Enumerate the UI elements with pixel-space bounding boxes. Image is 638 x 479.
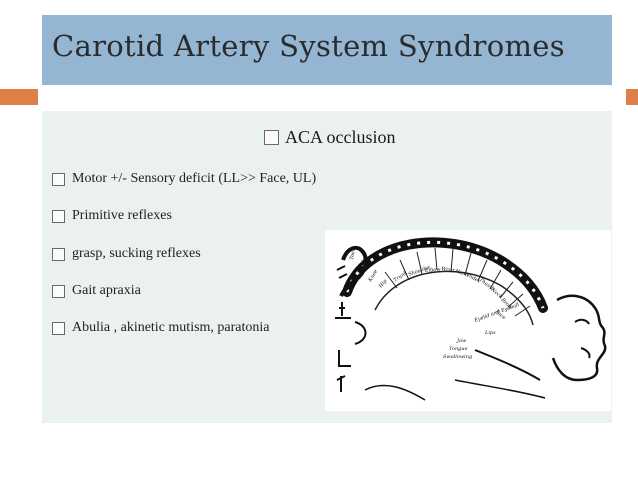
bullet-item: Gait apraxia — [52, 283, 141, 299]
bullet-item: Abulia , akinetic mutism, paratonia — [52, 320, 270, 336]
figure-label: Toes — [349, 248, 357, 261]
figure-label: Lips — [484, 330, 496, 336]
accent-bar-left — [0, 89, 38, 105]
figure-label: Wrist — [441, 266, 456, 274]
accent-bar-right — [626, 89, 638, 105]
figure-label: Ankle — [357, 257, 368, 274]
homunculus-drawing: Eyelid and Eyeball Lips Jaw Tongue Swall… — [335, 237, 607, 401]
figure-label: Swallowing — [443, 354, 472, 360]
figure-label: Tongue — [449, 346, 468, 352]
bullet-item: Motor +/- Sensory deficit (LL>> Face, UL… — [52, 171, 316, 187]
checkbox-square-icon — [52, 321, 65, 335]
bullet-text: Gait apraxia — [72, 283, 141, 298]
figure-label: Elbow — [424, 267, 442, 274]
title-bar: Carotid Artery System Syndromes — [42, 15, 612, 85]
bullet-text: grasp, sucking reflexes — [72, 246, 201, 261]
content-panel: ACA occlusion Motor +/- Sensory deficit … — [42, 111, 612, 423]
bullet-item: Primitive reflexes — [52, 208, 172, 224]
figure-label: Jaw — [456, 338, 467, 344]
checkbox-square-icon — [52, 209, 65, 223]
bullet-text: Primitive reflexes — [72, 208, 172, 223]
section-heading: ACA occlusion — [264, 127, 396, 148]
checkbox-square-icon — [264, 130, 279, 145]
figure-label: Trunk — [393, 270, 409, 284]
figure-label: Knee — [367, 269, 379, 284]
bullet-item: grasp, sucking reflexes — [52, 246, 201, 262]
checkbox-square-icon — [52, 247, 65, 261]
checkbox-square-icon — [52, 172, 65, 186]
bullet-text: Abulia , akinetic mutism, paratonia — [72, 320, 270, 335]
bullet-text: Motor +/- Sensory deficit (LL>> Face, UL… — [72, 171, 317, 186]
figure-label: Hand — [453, 268, 469, 279]
motor-homunculus-figure: Eyelid and Eyeball Lips Jaw Tongue Swall… — [325, 230, 611, 411]
figure-label: Hip — [377, 278, 389, 290]
section-heading-text: ACA occlusion — [285, 127, 396, 147]
slide-title: Carotid Artery System Syndromes — [52, 29, 565, 63]
checkbox-square-icon — [52, 284, 65, 298]
